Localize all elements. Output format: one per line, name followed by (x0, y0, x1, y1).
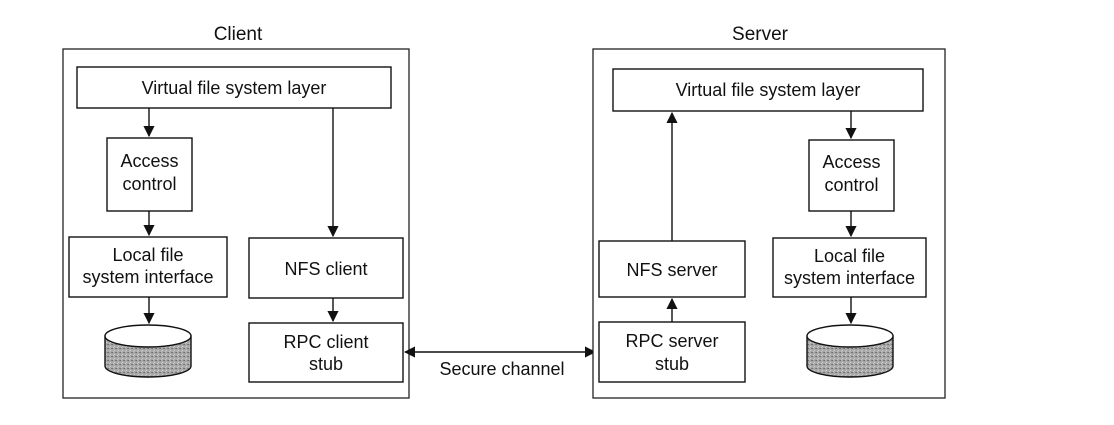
client-vfs-box: Virtual file system layer (76, 66, 392, 109)
server-vfs-label: Virtual file system layer (676, 80, 861, 100)
client-local-fs-box: Local file system interface (68, 236, 228, 298)
server-nfs-label: NFS server (626, 260, 717, 280)
client-vfs-label: Virtual file system layer (142, 78, 327, 98)
server-rpc-label-line2: stub (655, 354, 689, 374)
client-rpc-label-line1: RPC client (283, 332, 368, 352)
server-local-fs-label-line2: system interface (784, 268, 915, 288)
server-disk-icon (806, 324, 894, 378)
server-local-fs-label-line1: Local file (814, 246, 885, 266)
client-rpc-label-line2: stub (309, 354, 343, 374)
client-access-control-box: Access control (106, 137, 193, 212)
client-rpc-stub-box: RPC client stub (248, 322, 404, 383)
client-nfs-label: NFS client (284, 259, 367, 279)
secure-channel-label: Secure channel (439, 359, 564, 379)
client-local-fs-label-line2: system interface (82, 267, 213, 287)
server-nfs-box: NFS server (598, 240, 746, 298)
server-local-fs-box: Local file system interface (772, 237, 927, 298)
server-vfs-box: Virtual file system layer (612, 68, 924, 112)
client-disk-icon (104, 324, 192, 378)
server-title: Server (732, 24, 789, 45)
secure-channel-label-bg (428, 356, 576, 380)
server-access-label-line2: control (824, 175, 878, 195)
server-access-label-line1: Access (822, 152, 880, 172)
client-local-fs-label-line1: Local file (112, 245, 183, 265)
client-title: Client (214, 24, 263, 45)
client-nfs-box: NFS client (248, 237, 404, 299)
server-rpc-stub-box: RPC server stub (598, 321, 746, 383)
server-access-control-box: Access control (808, 139, 895, 212)
server-rpc-label-line1: RPC server (625, 331, 718, 351)
client-access-label-line2: control (122, 174, 176, 194)
client-access-label-line1: Access (120, 151, 178, 171)
